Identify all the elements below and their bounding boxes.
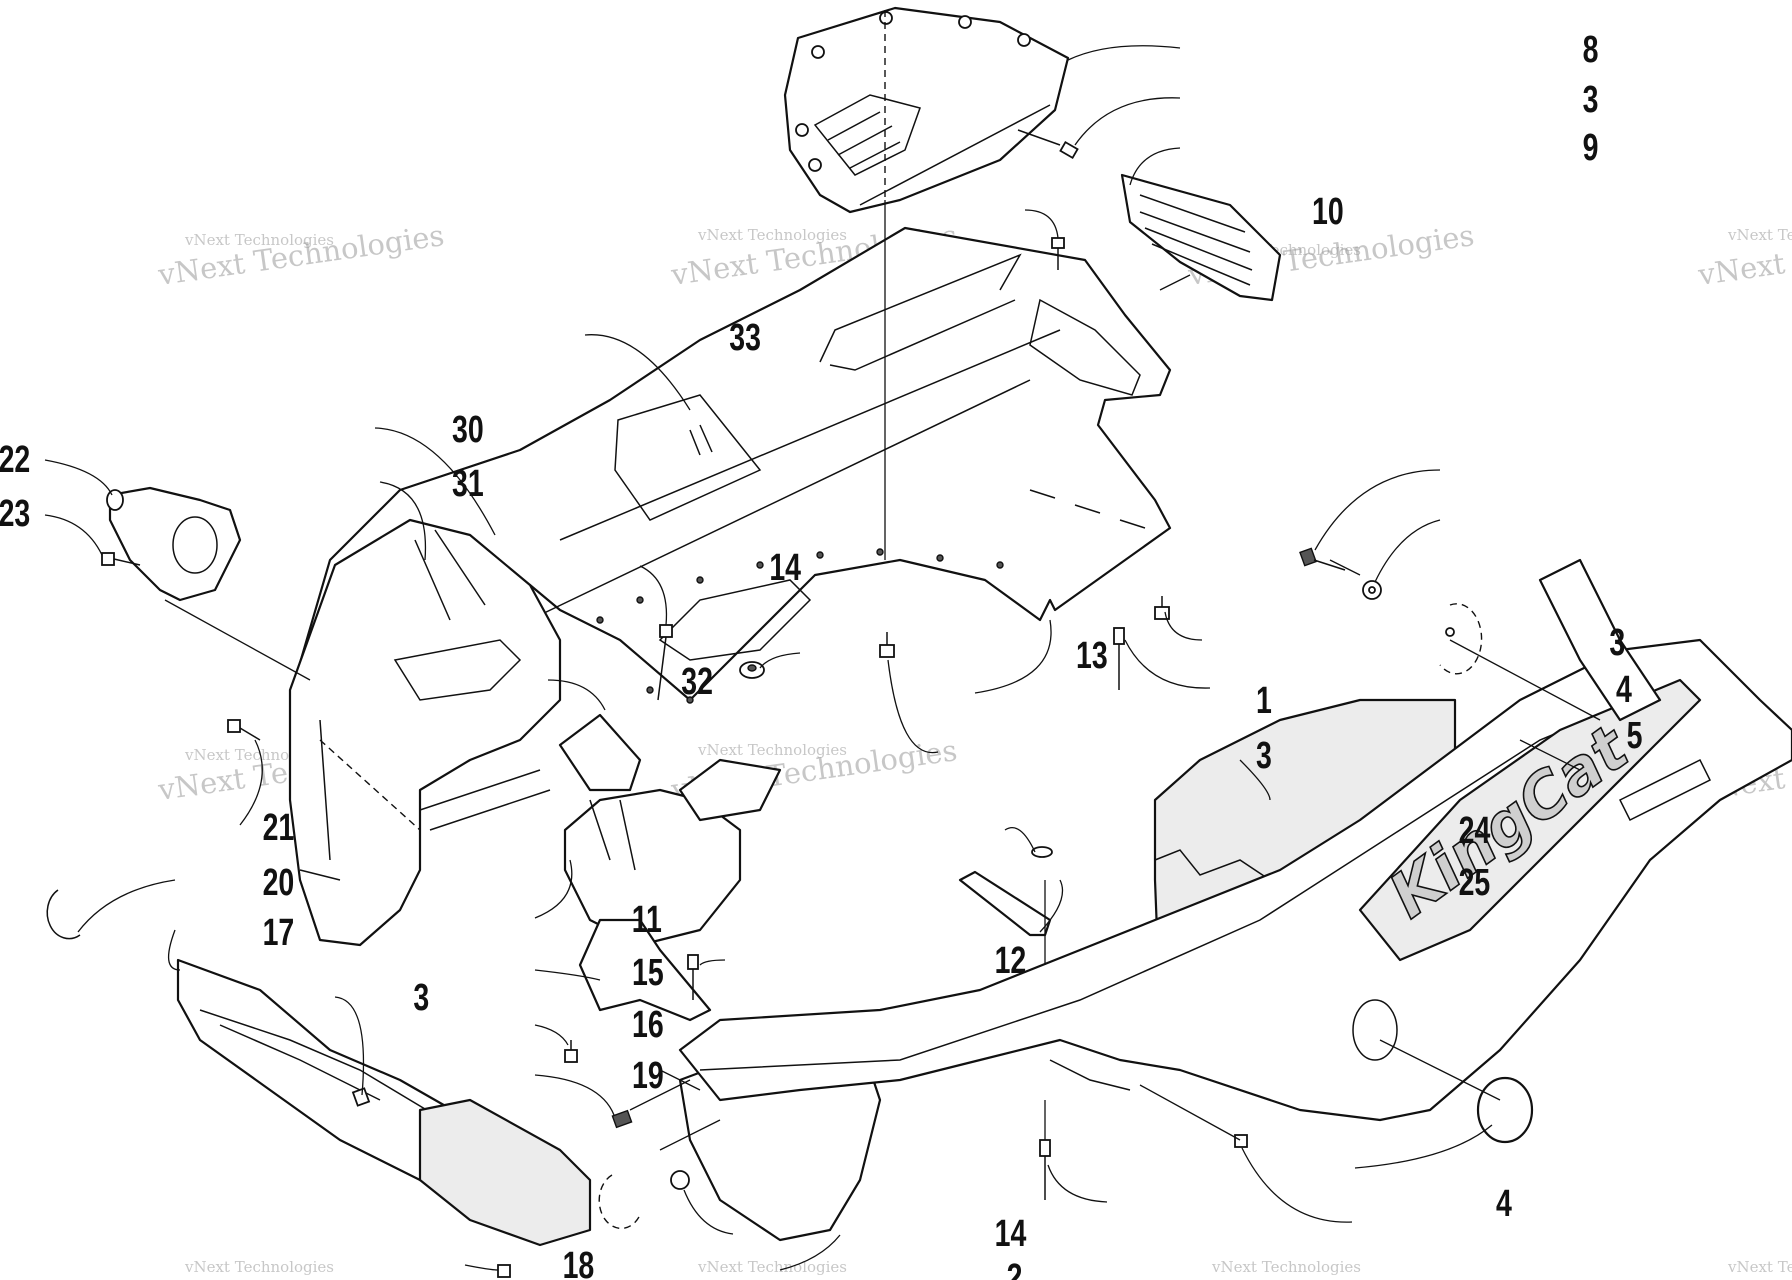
part-7-washer: [1362, 580, 1382, 600]
callout-3: 3: [1583, 79, 1599, 121]
part-6-bolt: [1299, 547, 1346, 571]
callout-10: 10: [1312, 191, 1344, 233]
watermark: vNext Technologies vNext Technologies: [155, 218, 446, 292]
callout-3: 3: [1256, 735, 1272, 777]
part-25-plate: [958, 846, 1053, 937]
callout-33: 33: [729, 317, 761, 359]
callout-30: 30: [452, 409, 484, 451]
callout-4: 4: [1496, 1183, 1512, 1225]
fastener-13-grommet: [739, 661, 765, 679]
fastener-12-rivet: [687, 954, 699, 1000]
callouts: 8 3 9 10 33 22 30 23 31 14 6 7 3 13 32 4…: [0, 29, 1643, 1280]
fastener-19-clip: [611, 1109, 633, 1129]
watermark: vNext Technologies: [1211, 1258, 1361, 1276]
fastener-14-nut-lower: [598, 1170, 690, 1230]
callout-17: 17: [263, 912, 295, 954]
watermark: vNext Technologies: [1727, 1258, 1792, 1276]
fastener-16-screw: [564, 1040, 578, 1063]
fastener-21-screw: [227, 719, 261, 741]
callout-21: 21: [263, 807, 295, 849]
part-11-lower-shield: [563, 788, 742, 947]
watermark: vNext Technologies: [697, 1258, 847, 1276]
callout-8: 8: [1583, 29, 1599, 71]
fastener-3-screw-center: [879, 632, 895, 658]
svg-text:vNext Technologies: vNext Technologies: [155, 218, 446, 292]
leader-lines: [44, 45, 1581, 1271]
part-29-side-panel: KingCat: [678, 558, 1792, 1122]
callout-3: 3: [1609, 622, 1625, 664]
callout-5: 5: [1627, 715, 1643, 757]
fastener-3-screw-top: [1017, 129, 1079, 160]
callout-13: 13: [1076, 635, 1108, 677]
mount-hole-dashed: [1439, 603, 1483, 675]
callout-22: 22: [0, 439, 30, 481]
part-15-bracket: [578, 918, 712, 1022]
fastener-3-screw-right: [1154, 596, 1170, 620]
fastener-23-screw: [101, 552, 141, 566]
svg-text:vNext Technologies: vNext Technologies: [184, 1258, 334, 1276]
fastener-4-rivet-lower: [1039, 1139, 1051, 1200]
callout-24: 24: [1459, 810, 1491, 852]
svg-text:vNext Technologies: vNext Technologies: [184, 231, 334, 249]
part-26-plug: [1476, 1076, 1534, 1144]
watermark: vNext Technologies: [184, 1258, 334, 1276]
watermark: vNext Technologies vNext Technologies: [1695, 218, 1792, 292]
svg-text:vNext Technologies: vNext Technologies: [1211, 1258, 1361, 1276]
callout-3: 3: [413, 977, 429, 1019]
callout-12: 12: [995, 940, 1027, 982]
fastener-18-screw: [497, 1264, 511, 1278]
fastener-14-nut-upper: [657, 624, 673, 701]
callout-23: 23: [0, 493, 30, 535]
callout-14: 14: [995, 1213, 1027, 1255]
part-8-dash-cover: [783, 6, 1070, 214]
callout-15: 15: [632, 952, 664, 994]
fastener-3-screw-lower: [1234, 1134, 1248, 1148]
part-32-inner-bracket: [558, 713, 782, 822]
fastener-4-rivet-upper: [1113, 627, 1125, 690]
callout-25: 25: [1459, 862, 1491, 904]
fastener-3-screw-bumper: [351, 1087, 371, 1107]
assembly-lines: [164, 10, 1601, 1151]
callout-19: 19: [632, 1055, 664, 1097]
callout-31: 31: [452, 463, 484, 505]
svg-text:vNext Technologies: vNext Technologies: [697, 1258, 847, 1276]
svg-text:vNext Technologies: vNext Technologies: [1727, 1258, 1792, 1276]
callout-32: 32: [681, 661, 713, 703]
part-17-front-bumper: [176, 958, 592, 1247]
part-30-side-cowl: [288, 518, 562, 947]
part-20-clip: [46, 889, 81, 940]
callout-9: 9: [1583, 127, 1599, 169]
callout-20: 20: [263, 862, 295, 904]
part-22-mount-cover: [106, 486, 242, 602]
callout-11: 11: [632, 899, 662, 941]
svg-text:vNext Technologies: vNext Technologies: [697, 741, 847, 759]
callout-1: 1: [1256, 680, 1272, 722]
callout-2: 2: [1007, 1257, 1023, 1280]
part-9-vent-grille: [1120, 173, 1282, 302]
svg-text:vNext Technologies: vNext Technologies: [1727, 226, 1792, 244]
callout-4: 4: [1616, 669, 1632, 711]
callout-14: 14: [769, 547, 801, 589]
callout-18: 18: [563, 1245, 595, 1280]
svg-text:vNext Technologies: vNext Technologies: [697, 226, 847, 244]
callout-16: 16: [632, 1004, 664, 1046]
